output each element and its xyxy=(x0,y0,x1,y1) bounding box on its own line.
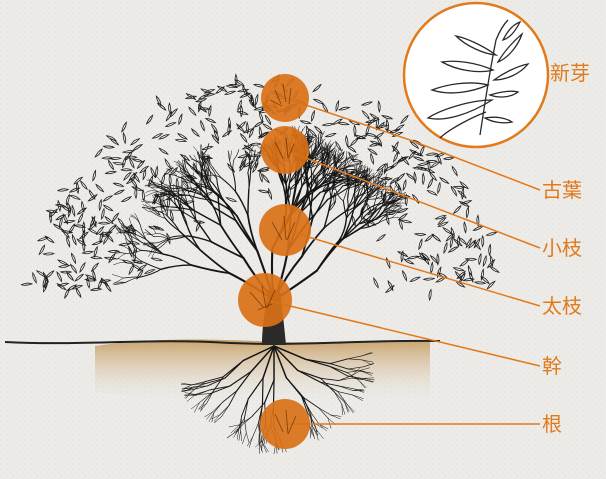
marker-root xyxy=(260,399,310,449)
label-old-leaf: 古葉 xyxy=(542,180,582,200)
label-twig: 小枝 xyxy=(542,238,582,258)
label-trunk: 幹 xyxy=(542,356,562,376)
shoot-inset xyxy=(404,3,548,147)
branch-stroke xyxy=(248,190,249,215)
label-shoot: 新芽 xyxy=(550,63,590,83)
marker-old-leaf xyxy=(261,126,309,174)
label-root: 根 xyxy=(542,414,562,434)
label-branch: 太枝 xyxy=(542,296,582,316)
root-stroke xyxy=(262,378,263,405)
